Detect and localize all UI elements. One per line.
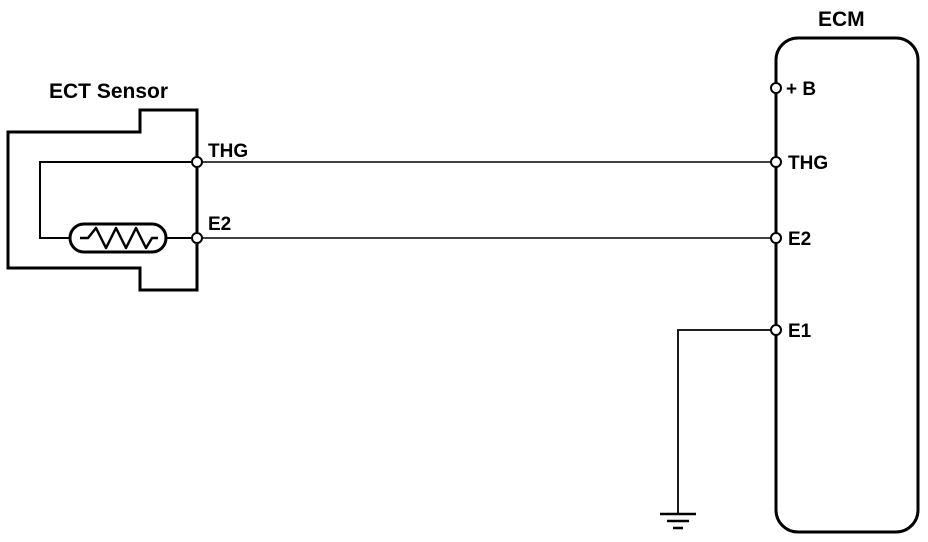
ecm-label-e2: E2 [788, 229, 811, 250]
ground-symbol-icon [660, 512, 696, 530]
sensor-terminal-thg [191, 156, 203, 168]
wire-e1-ground [677, 329, 776, 514]
sensor-internal-wire [39, 161, 197, 239]
ecm-terminal-b [770, 82, 782, 94]
ecm-terminal-e1 [770, 324, 782, 336]
sensor-label-thg: THG [208, 141, 248, 162]
ecm-label-thg: THG [788, 153, 828, 174]
sensor-label-e2: E2 [208, 214, 231, 235]
ecm-box [774, 36, 920, 534]
ecm-terminal-e2 [770, 232, 782, 244]
ecm-label-b: + B [786, 79, 816, 100]
ecm-terminal-thg [770, 156, 782, 168]
sensor-terminal-e2 [191, 232, 203, 244]
ect-sensor-housing [6, 108, 199, 292]
ecm-title: ECM [818, 8, 865, 31]
ecm-label-e1: E1 [788, 321, 812, 342]
sensor-title: ECT Sensor [49, 80, 168, 103]
thermistor-icon [68, 222, 168, 254]
